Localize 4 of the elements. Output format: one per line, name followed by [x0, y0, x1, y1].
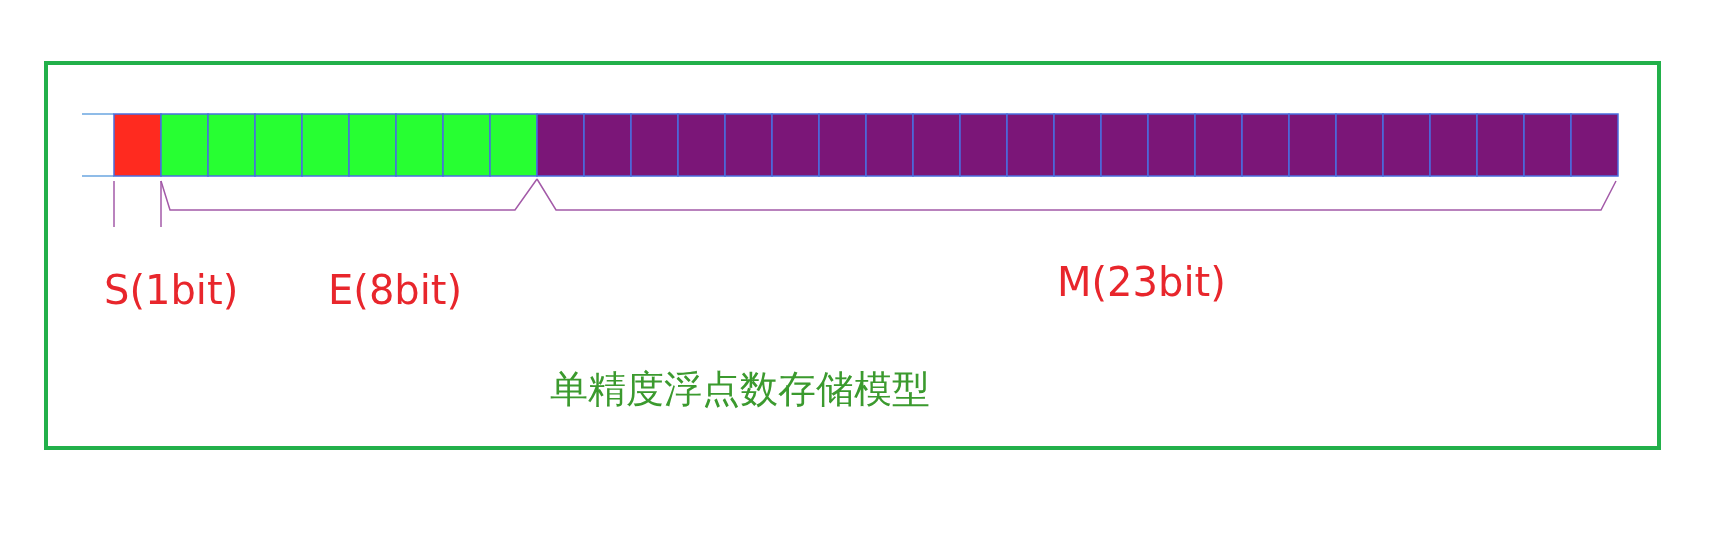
field-label: E(8bit) [328, 270, 463, 310]
caption: 单精度浮点数存储模型 [550, 370, 930, 408]
field-label: M(23bit) [1057, 262, 1226, 302]
field-label: S(1bit) [104, 270, 239, 310]
